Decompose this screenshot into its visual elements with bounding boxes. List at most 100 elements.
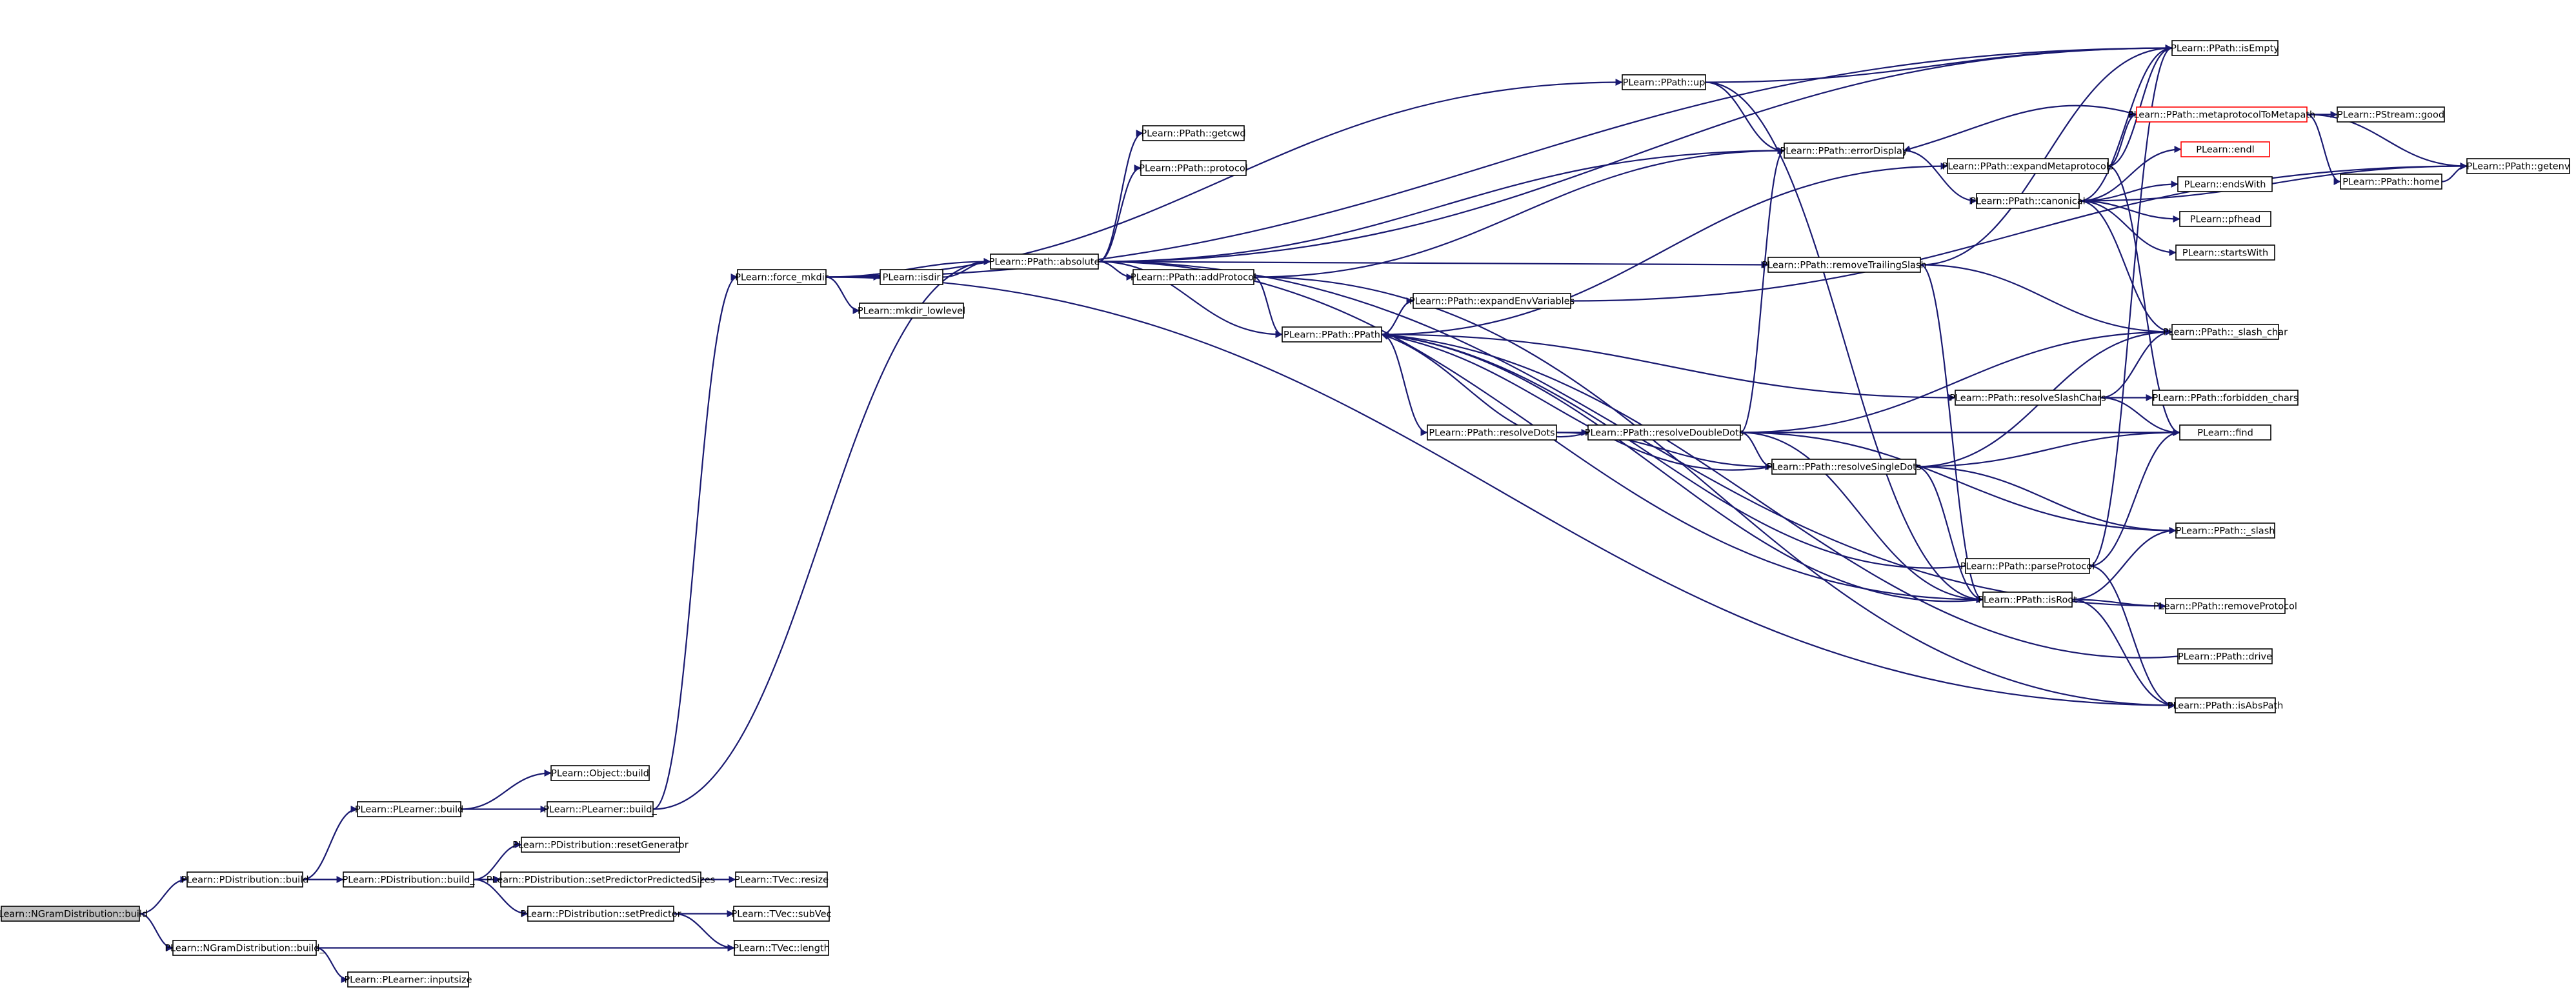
node-box[interactable] bbox=[1771, 459, 1917, 475]
graph-node[interactable]: PLearn::PPath::errorDisplay bbox=[1780, 143, 1908, 159]
graph-node[interactable]: PLearn::startsWith bbox=[2175, 244, 2275, 261]
node-box[interactable] bbox=[1622, 74, 1706, 90]
node-box[interactable] bbox=[2177, 176, 2273, 192]
graph-node[interactable]: PLearn::PPath::isAbsPath bbox=[2168, 697, 2284, 713]
graph-node[interactable]: PLearn::PPath::removeTrailingSlash bbox=[1762, 257, 1927, 273]
node-box[interactable] bbox=[2171, 40, 2279, 56]
graph-node[interactable]: PLearn::PDistribution::setPredictor bbox=[520, 906, 681, 922]
graph-node[interactable]: PLearn::PPath::isRoot bbox=[1978, 591, 2077, 608]
node-box[interactable] bbox=[1282, 326, 1382, 343]
graph-node[interactable]: PLearn::PPath::resolveDots bbox=[1427, 424, 1557, 441]
node-box[interactable] bbox=[357, 801, 461, 817]
graph-node[interactable]: PLearn::isdir bbox=[880, 269, 943, 285]
node-box[interactable] bbox=[2337, 106, 2445, 123]
node-box[interactable] bbox=[2175, 522, 2275, 539]
node-box[interactable] bbox=[1, 906, 140, 922]
node-box[interactable] bbox=[1413, 293, 1571, 309]
node-box[interactable] bbox=[172, 940, 317, 956]
node-box[interactable] bbox=[2340, 174, 2442, 190]
graph-node[interactable]: PLearn::NGramDistribution::build bbox=[0, 906, 148, 922]
node-box[interactable] bbox=[1947, 158, 2109, 174]
graph-node[interactable]: PLearn::PPath::home bbox=[2340, 174, 2442, 190]
node-box[interactable] bbox=[2152, 390, 2299, 406]
graph-node[interactable]: PLearn::force_mkdir bbox=[735, 269, 829, 285]
graph-node[interactable]: PLearn::TVec::resize bbox=[734, 871, 829, 888]
node-box[interactable] bbox=[1784, 143, 1904, 159]
graph-node[interactable]: PLearn::PPath::resolveSlashChars bbox=[1949, 390, 2106, 406]
graph-node[interactable]: PLearn::PPath::protocol bbox=[1139, 160, 1248, 176]
graph-node[interactable]: PLearn::PPath::expandMetaprotocols bbox=[1942, 158, 2114, 174]
graph-node[interactable]: PLearn::PLearner::inputsize bbox=[344, 971, 472, 988]
node-box[interactable] bbox=[347, 971, 469, 988]
graph-node[interactable]: PLearn::PPath::addProtocol bbox=[1131, 269, 1256, 285]
graph-node[interactable]: PLearn::PPath::expandEnvVariables bbox=[1409, 293, 1575, 309]
node-box[interactable] bbox=[500, 871, 701, 888]
node-box[interactable] bbox=[733, 906, 830, 922]
graph-node[interactable]: PLearn::mkdir_lowlevel bbox=[858, 303, 965, 319]
graph-node[interactable]: PLearn::PPath::drive bbox=[2177, 648, 2273, 664]
node-box[interactable] bbox=[990, 253, 1099, 270]
node-box[interactable] bbox=[2175, 697, 2276, 713]
graph-node[interactable]: PLearn::PPath::metaprotocolToMetapath bbox=[2128, 106, 2315, 123]
graph-node[interactable]: PLearn::PPath::getcwd bbox=[1141, 125, 1246, 141]
graph-node[interactable]: PLearn::PPath::_slash bbox=[2175, 522, 2275, 539]
graph-node[interactable]: PLearn::PPath::getenv bbox=[2466, 158, 2570, 174]
graph-node[interactable]: PLearn::TVec::length bbox=[733, 940, 830, 956]
node-box[interactable] bbox=[527, 906, 674, 922]
graph-node[interactable]: PLearn::PPath::resolveDoubleDots bbox=[1585, 424, 1744, 441]
graph-node[interactable]: PLearn::PPath::removeProtocol bbox=[2153, 598, 2297, 614]
graph-node[interactable]: PLearn::PDistribution::build_ bbox=[342, 871, 475, 888]
graph-node[interactable]: PLearn::endsWith bbox=[2177, 176, 2273, 192]
node-box[interactable] bbox=[1965, 558, 2090, 574]
node-box[interactable] bbox=[1767, 257, 1921, 273]
graph-node[interactable]: PLearn::PPath::absolute bbox=[989, 253, 1100, 270]
graph-node[interactable]: PLearn::Object::build bbox=[550, 765, 650, 781]
graph-node[interactable]: PLearn::PDistribution::build bbox=[181, 871, 309, 888]
node-box[interactable] bbox=[737, 269, 827, 285]
graph-node[interactable]: PLearn::find bbox=[2179, 424, 2271, 441]
node-box[interactable] bbox=[186, 871, 303, 888]
graph-node[interactable]: PLearn::TVec::subVec bbox=[732, 906, 832, 922]
node-box[interactable] bbox=[2136, 106, 2308, 123]
node-box[interactable] bbox=[343, 871, 474, 888]
node-box[interactable] bbox=[1976, 193, 2080, 209]
node-box[interactable] bbox=[2179, 424, 2271, 441]
graph-node[interactable]: PLearn::PPath::parseProtocol bbox=[1960, 558, 2095, 574]
node-box[interactable] bbox=[734, 940, 829, 956]
graph-node[interactable]: PLearn::PLearner::build bbox=[355, 801, 463, 817]
graph-node[interactable]: PLearn::PStream::good bbox=[2337, 106, 2445, 123]
node-box[interactable] bbox=[1140, 160, 1247, 176]
graph-node[interactable]: PLearn::pfhead bbox=[2179, 211, 2271, 227]
node-box[interactable] bbox=[735, 871, 828, 888]
node-box[interactable] bbox=[2165, 598, 2286, 614]
node-box[interactable] bbox=[547, 801, 654, 817]
node-box[interactable] bbox=[521, 837, 680, 853]
node-box[interactable] bbox=[2177, 648, 2273, 664]
node-box[interactable] bbox=[859, 303, 964, 319]
graph-node[interactable]: PLearn::PPath::PPath bbox=[1282, 326, 1382, 343]
graph-node[interactable]: PLearn::endl bbox=[2180, 141, 2270, 157]
node-box[interactable] bbox=[2171, 324, 2279, 340]
graph-node[interactable]: PLearn::PPath::isEmpty bbox=[2171, 40, 2279, 56]
graph-node[interactable]: PLearn::PPath::up bbox=[1622, 74, 1706, 90]
graph-node[interactable]: PLearn::PPath::forbidden_chars bbox=[2152, 390, 2299, 406]
graph-node[interactable]: PLearn::PPath::_slash_char bbox=[2163, 324, 2288, 340]
node-box[interactable] bbox=[1955, 390, 2101, 406]
node-box[interactable] bbox=[880, 269, 943, 285]
node-box[interactable] bbox=[1587, 424, 1741, 441]
graph-node[interactable]: PLearn::NGramDistribution::build_ bbox=[165, 940, 325, 956]
node-box[interactable] bbox=[2179, 211, 2271, 227]
node-box[interactable] bbox=[1427, 424, 1557, 441]
node-box[interactable] bbox=[2466, 158, 2570, 174]
node-box[interactable] bbox=[1132, 269, 1254, 285]
graph-node[interactable]: PLearn::PPath::resolveSingleDots bbox=[1767, 459, 1922, 475]
node-box[interactable] bbox=[2180, 141, 2270, 157]
graph-node[interactable]: PLearn::PPath::canonical bbox=[1970, 193, 2086, 209]
graph-node[interactable]: PLearn::PDistribution::setPredictorPredi… bbox=[487, 871, 715, 888]
node-box[interactable] bbox=[2175, 244, 2275, 261]
node-box[interactable] bbox=[1142, 125, 1245, 141]
graph-node[interactable]: PLearn::PDistribution::resetGenerator bbox=[512, 837, 689, 853]
node-box[interactable] bbox=[550, 765, 650, 781]
graph-node[interactable]: PLearn::PLearner::build_ bbox=[543, 801, 658, 817]
node-box[interactable] bbox=[1982, 591, 2073, 608]
